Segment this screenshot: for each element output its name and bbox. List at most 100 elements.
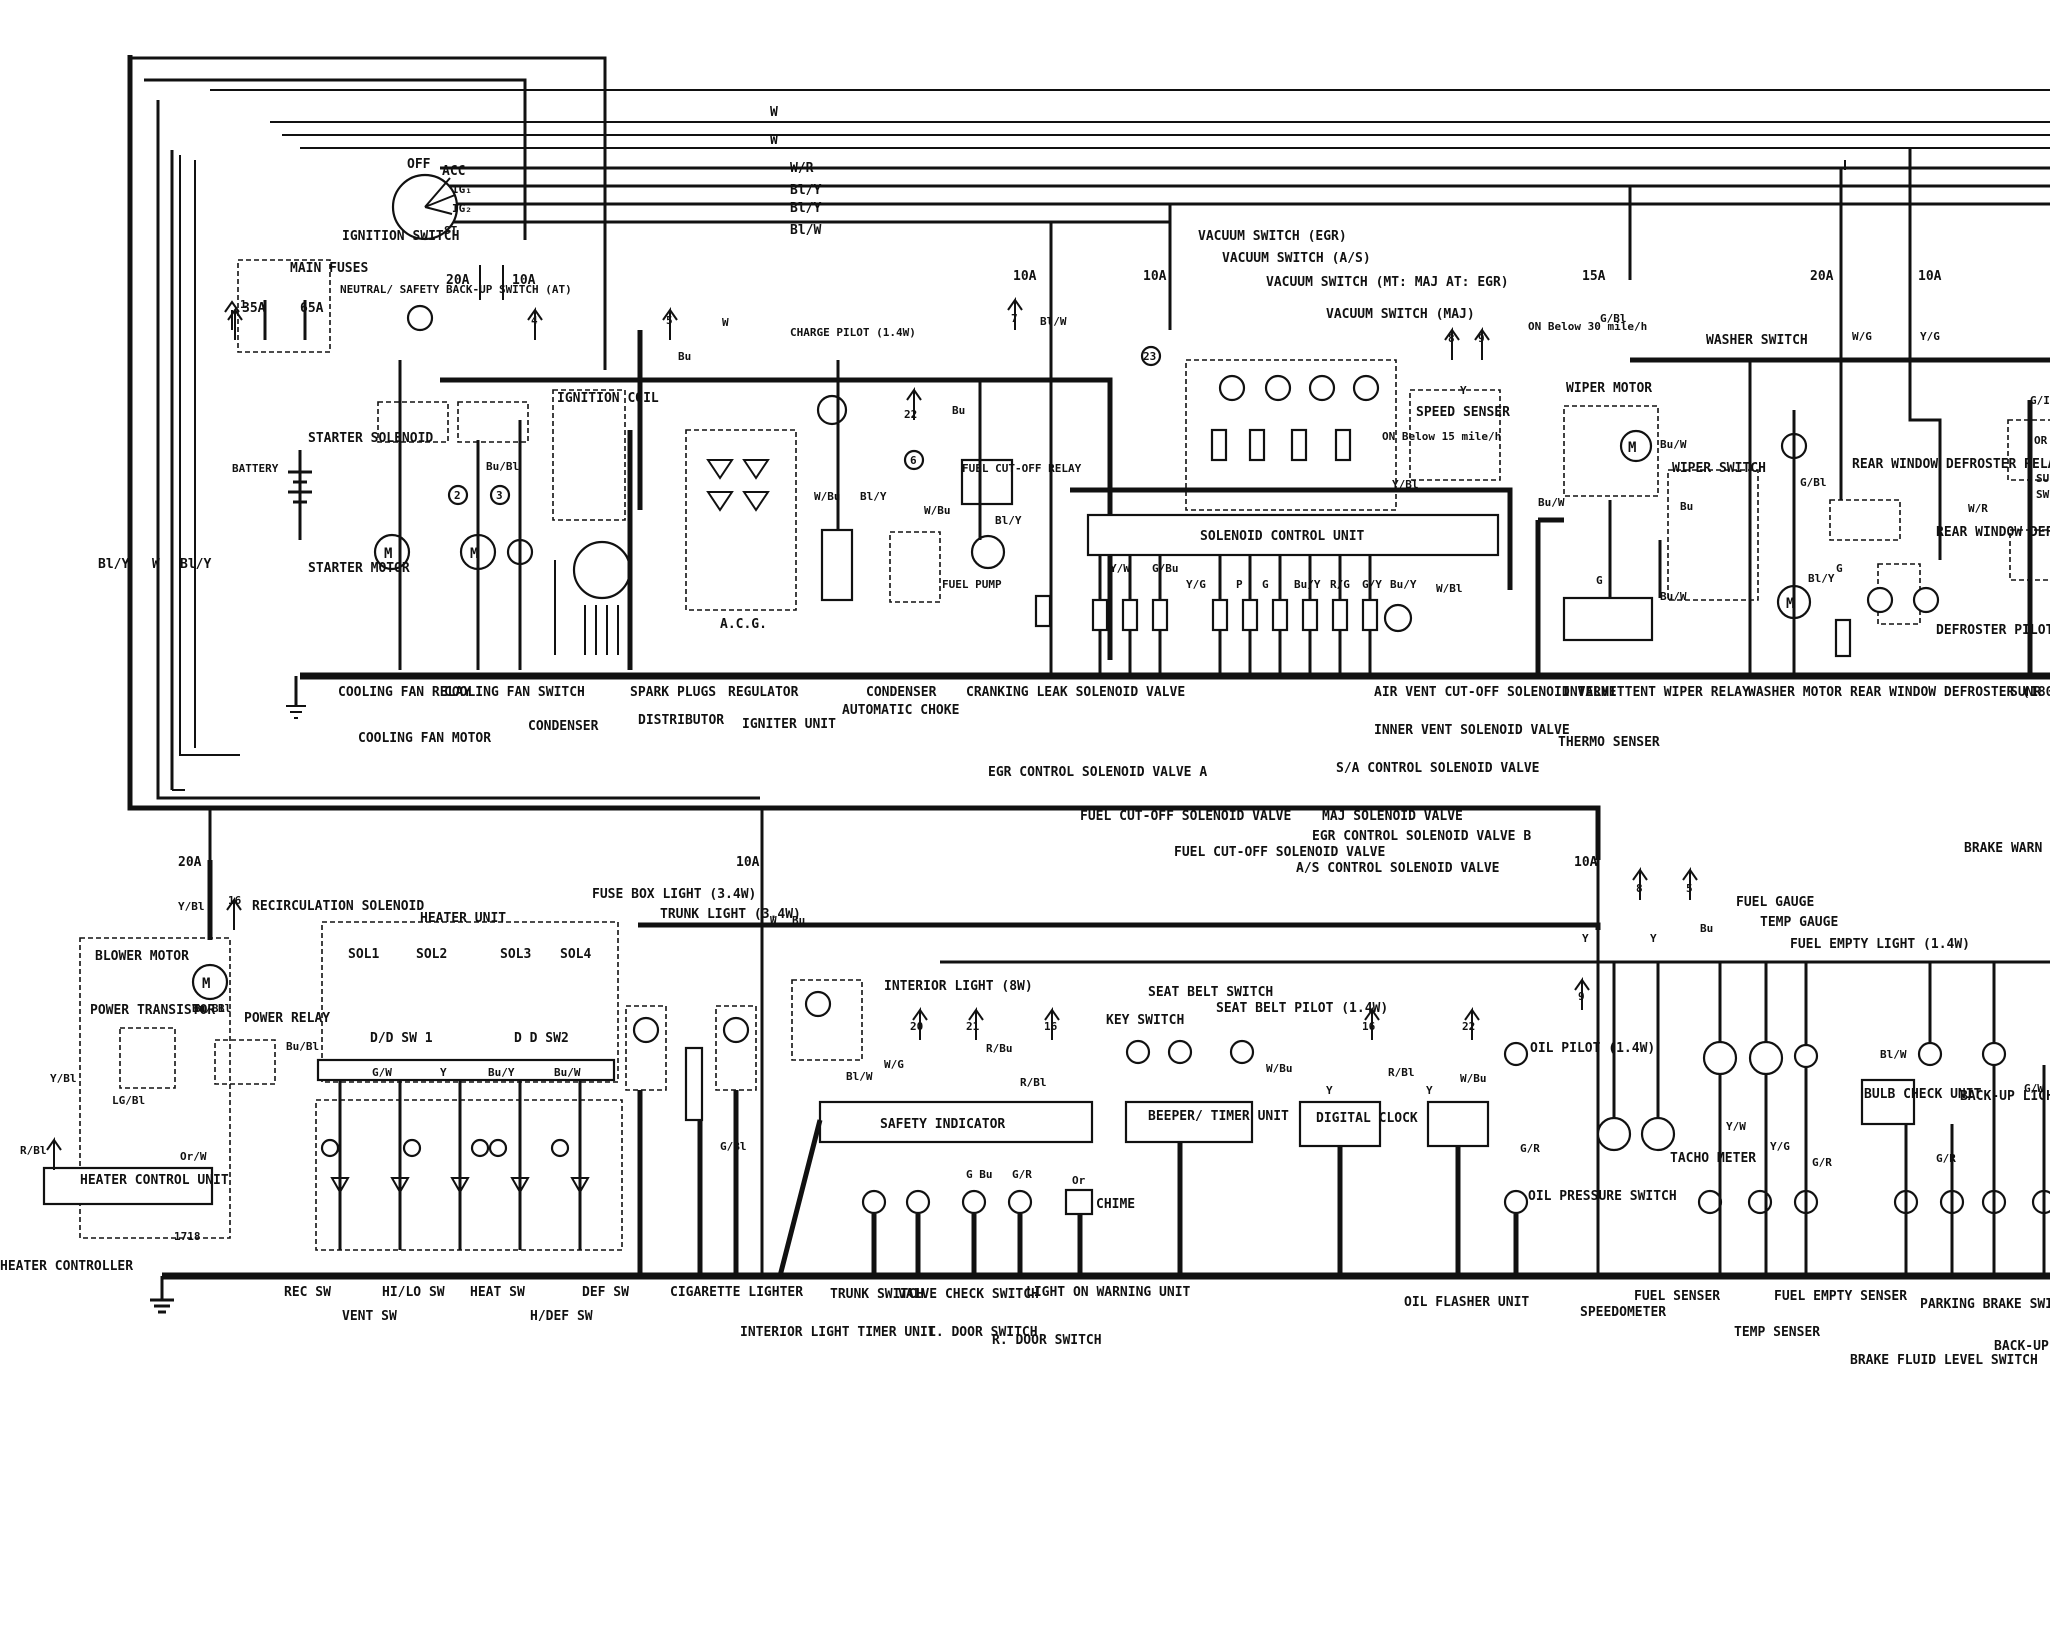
defroster-pilot-label: DEFROSTER PILOT (1.4W) (1936, 623, 2050, 638)
as-control-label: A/S CONTROL SOLENOID VALVE (1296, 861, 1500, 876)
svg-text:M: M (202, 976, 210, 992)
def-sw-label: DEF SW (582, 1285, 629, 1300)
fuel-cut2-label: FUEL CUT-OFF SOLENOID VALVE (1174, 845, 1385, 860)
seat-belt-switch-label: SEAT BELT SWITCH (1148, 985, 1273, 1000)
wiper-section: WASHER SWITCH WIPER MOTOR M WIPER SWITCH… (1013, 269, 2050, 700)
svg-text:W/R: W/R (1968, 502, 1988, 515)
svg-text:R/Bl: R/Bl (20, 1144, 47, 1157)
svg-text:W: W (770, 914, 777, 927)
ignition-switch-label: IGNITION SWITCH (342, 229, 459, 244)
svg-text:Bu/Y: Bu/Y (488, 1066, 515, 1079)
svg-text:Bu/Y: Bu/Y (1390, 578, 1417, 591)
vacuum-egr-label: VACUUM SWITCH (EGR) (1198, 229, 1347, 244)
interior-light-label: INTERIOR LIGHT (8W) (884, 979, 1033, 994)
wiper-switch-label: WIPER SWITCH (1672, 461, 1766, 476)
fuse-20a-3: 20A (178, 855, 202, 870)
harness-labels: W W W/R Bl/Y Bl/Y Bl/W Bl/Y W Bl/Y (98, 105, 821, 572)
oil-pressure-switch-icon (1503, 1189, 1529, 1215)
cigarette-label: CIGARETTE LIGHTER (670, 1285, 803, 1300)
ignition-coil-label: IGNITION COIL (557, 391, 659, 406)
svg-text:Bl/Y: Bl/Y (860, 490, 887, 503)
speed-senser-label: SPEED SENSER (1416, 405, 1510, 420)
svg-text:Bu/W: Bu/W (1660, 590, 1687, 603)
trunk-light-icon (722, 1016, 750, 1044)
svg-text:Y/Bl: Y/Bl (50, 1072, 77, 1085)
wire-label-left-w: W (152, 557, 160, 572)
vacuum-as-label: VACUUM SWITCH (A/S) (1222, 251, 1371, 266)
fuse-35a: 35A (242, 301, 266, 316)
hilo-sw-label: HI/LO SW (382, 1285, 445, 1300)
igniter-unit-label: IGNITER UNIT (742, 717, 836, 732)
temp-senser-label: TEMP SENSER (1734, 1325, 1820, 1340)
oil-flasher-box (1426, 1100, 1490, 1148)
svg-text:M: M (384, 546, 392, 562)
svg-text:20: 20 (910, 1020, 923, 1033)
wiper-motor-label: WIPER MOTOR (1566, 381, 1652, 396)
defroster-switch-icon (1866, 586, 1894, 614)
svg-text:W/Bu: W/Bu (814, 490, 841, 503)
wire-label-bly2: Bl/Y (790, 201, 821, 216)
svg-text:Bl/Y: Bl/Y (995, 514, 1022, 527)
svg-text:Bu/Bl: Bu/Bl (486, 460, 519, 473)
fuse-15a: 15A (1582, 269, 1606, 284)
oil-pilot-icon (1503, 1041, 1529, 1067)
svg-text:W/Bu: W/Bu (1460, 1072, 1487, 1085)
svg-text:3: 3 (496, 489, 503, 502)
cooling-fan-motor-label: COOLING FAN MOTOR (358, 731, 491, 746)
bulb-check-unit-box (1860, 1078, 1916, 1126)
vacuum-switch-as-icon (1264, 374, 1292, 402)
svg-text:Y: Y (440, 1066, 447, 1079)
distributor-icon (572, 540, 632, 600)
vacuum-switches-box (1185, 359, 1397, 511)
svg-text:Bu/W: Bu/W (554, 1066, 581, 1079)
oil-flasher-label: OIL FLASHER UNIT (1404, 1295, 1529, 1310)
automatic-choke-label: AUTOMATIC CHOKE (842, 703, 959, 718)
brake-warn-light-icon (1917, 1041, 1943, 1067)
dd1-label: D/D SW 1 (370, 1031, 433, 1046)
fuel-senser-label: FUEL SENSER (1634, 1289, 1720, 1304)
fuel-pump-icon (970, 534, 1006, 570)
fuse-10a-2: 10A (1013, 269, 1037, 284)
svg-text:G/Bl: G/Bl (1800, 476, 1827, 489)
svg-text:Bl/W: Bl/W (1880, 1048, 1907, 1061)
svg-text:Or/W: Or/W (180, 1150, 207, 1163)
heater-control-unit-box (42, 1166, 214, 1206)
heat-sw-label: HEAT SW (470, 1285, 525, 1300)
acg-box (685, 429, 797, 611)
ignition-coil-box (552, 389, 626, 521)
svg-text:G/R: G/R (1812, 1156, 1832, 1169)
seat-belt-switch-icon (1167, 1039, 1193, 1065)
svg-text:G/R: G/R (1936, 1152, 1956, 1165)
battery-label: BATTERY (232, 462, 279, 475)
main-harness (127, 55, 2050, 860)
fuel-empty-light-label: FUEL EMPTY LIGHT (1.4W) (1790, 937, 1970, 952)
svg-text:Y/W: Y/W (1726, 1120, 1746, 1133)
bulb-check-label: BULB CHECK UNIT (1864, 1087, 1982, 1102)
svg-text:9: 9 (1478, 332, 1485, 345)
power-transistor-box (119, 1027, 176, 1089)
svg-text:5: 5 (666, 314, 673, 327)
egr-b-label: EGR CONTROL SOLENOID VALVE B (1312, 829, 1531, 844)
svg-text:Bu/Bl: Bu/Bl (286, 1040, 319, 1053)
fuse-65a: 65A (300, 301, 324, 316)
sa-control-label: S/A CONTROL SOLENOID VALVE (1336, 761, 1540, 776)
svg-text:6: 6 (910, 454, 917, 467)
heater-controller-label: HEATER CONTROLLER (0, 1259, 133, 1274)
sol4-label: SOL4 (560, 947, 591, 962)
fuel-cut1-label: FUEL CUT-OFF SOLENOID VALVE (1080, 809, 1291, 824)
heater-unit-box (321, 921, 619, 1083)
fuse-10a-3: 10A (1143, 269, 1167, 284)
maj-valve-label: MAJ SOLENOID VALVE (1322, 809, 1463, 824)
digital-clock-box (1298, 1100, 1382, 1148)
main-fuses-box (237, 259, 331, 353)
wire-label-w-top2: W (770, 133, 778, 148)
condenser-box (889, 531, 941, 603)
wire-label-blw: Bl/W (790, 223, 821, 238)
svg-text:Y: Y (1460, 384, 1467, 397)
svg-text:W/G: W/G (884, 1058, 904, 1071)
svg-text:R/Bl: R/Bl (1020, 1076, 1047, 1089)
l-door-switch-icon (961, 1189, 987, 1215)
defroster-label: REAR WINDOW DEFROSTER (180W) (1850, 685, 2050, 700)
tacho-label: TACHO METER (1670, 1151, 1756, 1166)
wire-label-bly1: Bl/Y (790, 183, 821, 198)
